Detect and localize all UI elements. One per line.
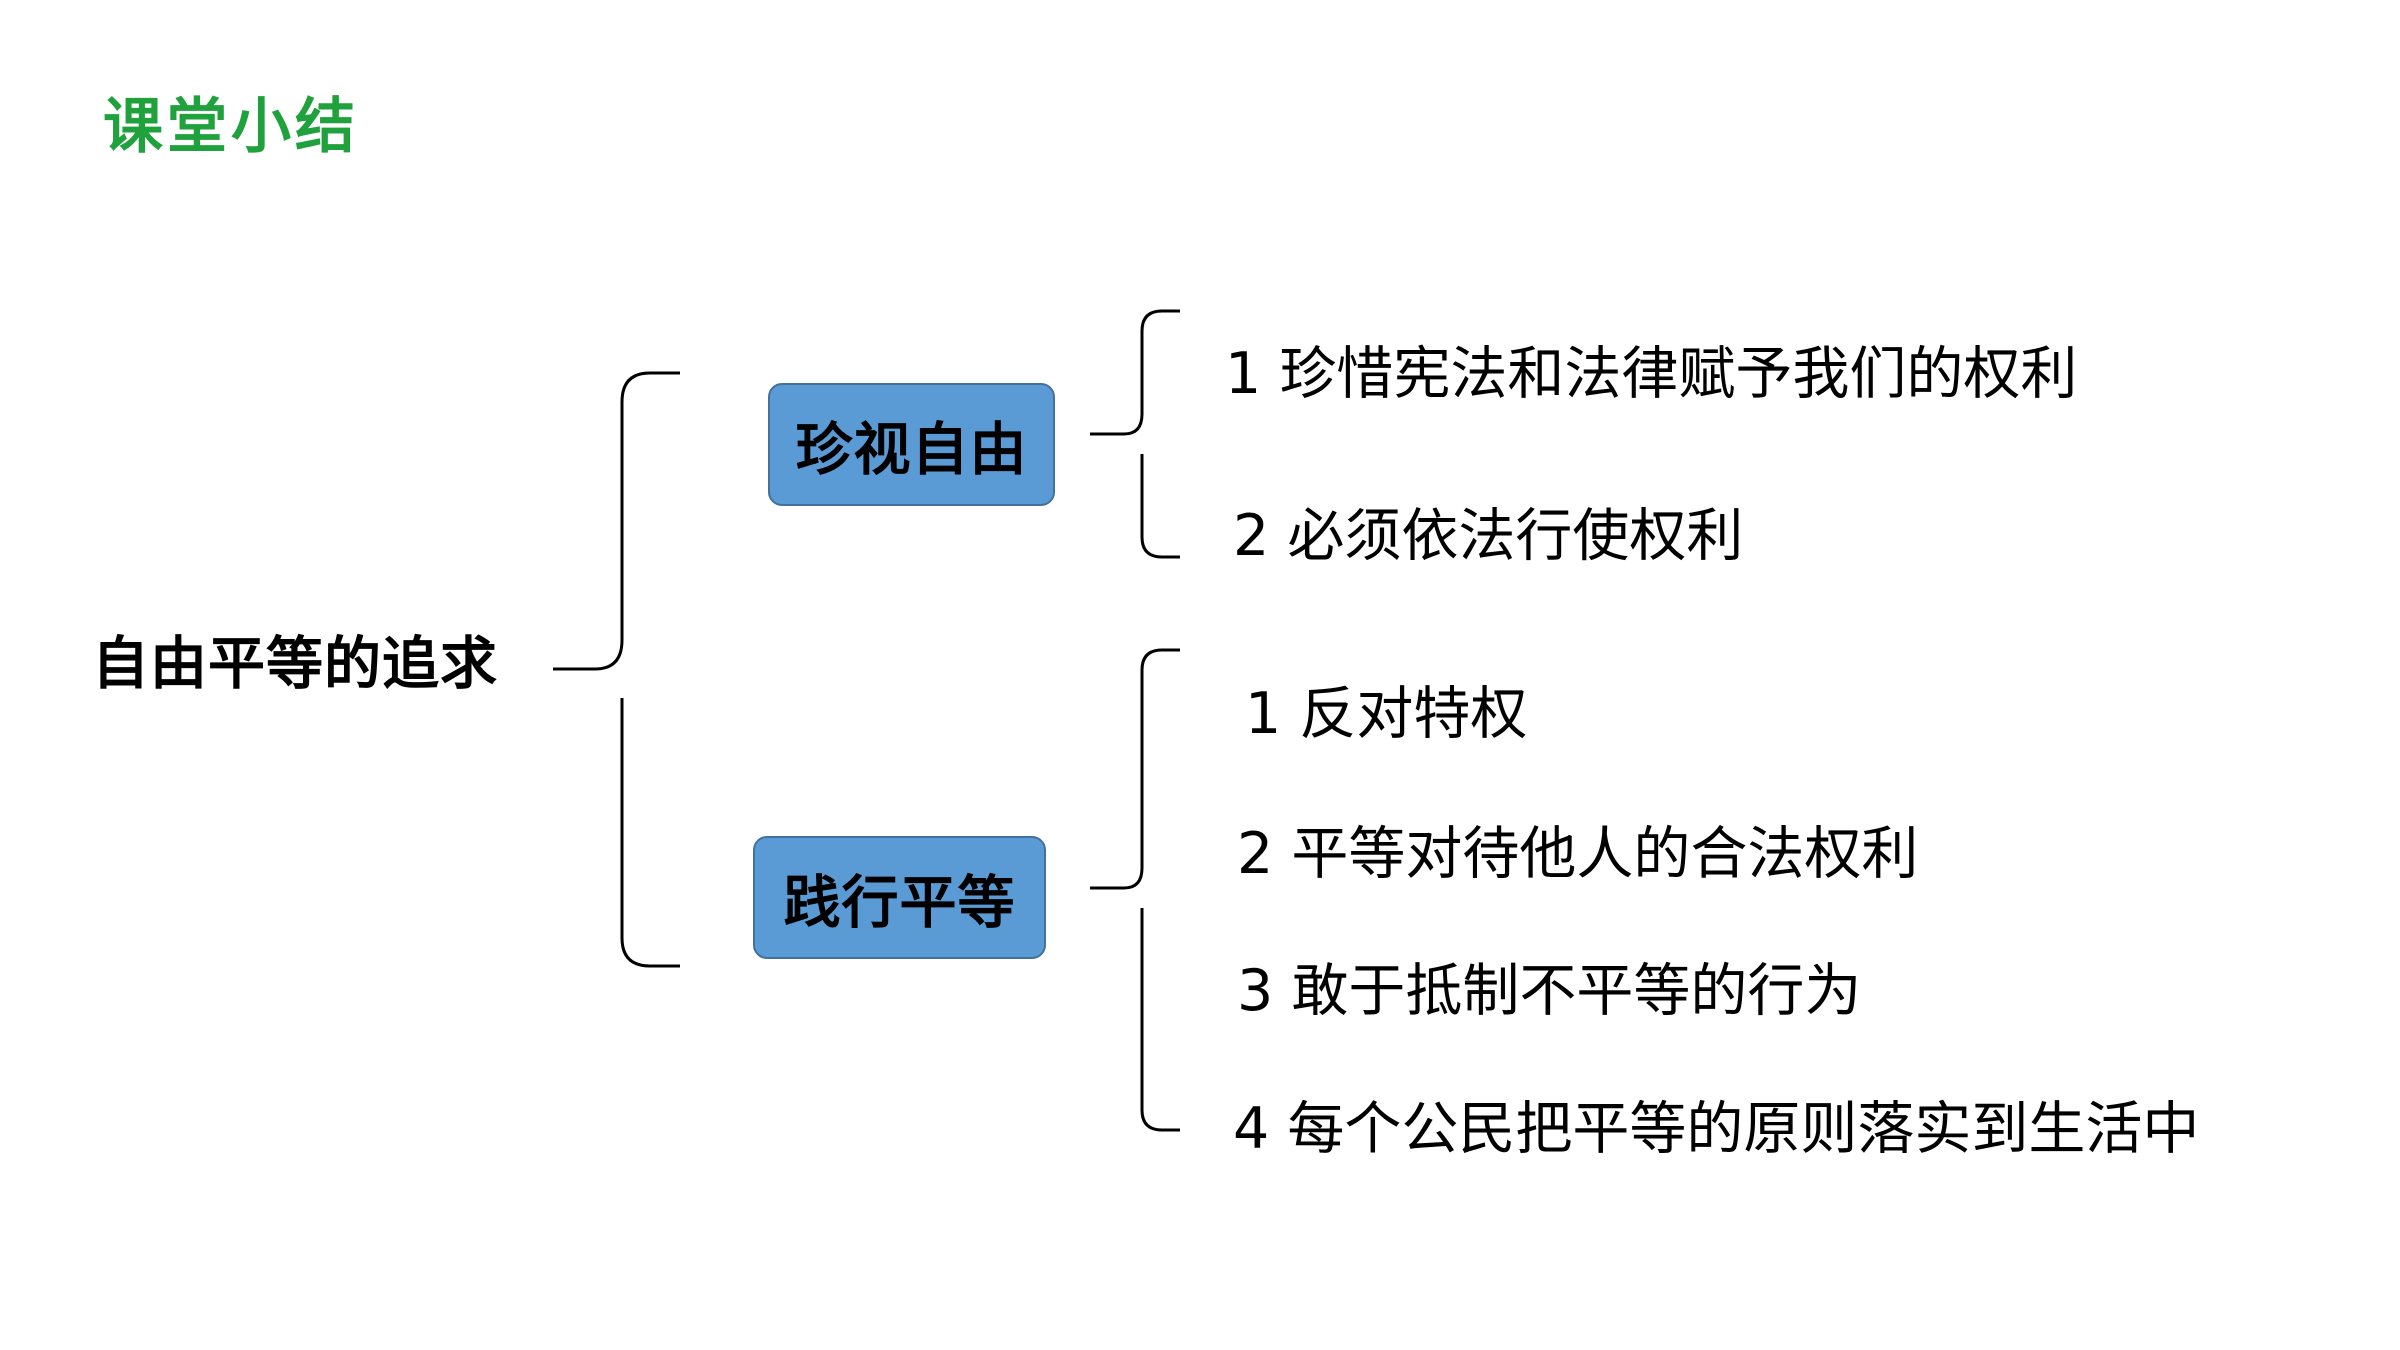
equality-item-2: 2 平等对待他人的合法权利: [1237, 821, 1919, 887]
freedom-item-1: 1 珍惜宪法和法律赋予我们的权利: [1225, 341, 2078, 407]
slide-title: 课堂小结: [103, 92, 359, 162]
equality-item-3: 3 敢于抵制不平等的行为: [1237, 958, 1862, 1024]
root-brace: [553, 371, 680, 968]
branch-node-freedom: 珍视自由: [768, 383, 1055, 506]
branch-node-equality: 践行平等: [753, 836, 1046, 959]
equality-item-4: 4 每个公民把平等的原则落实到生活中: [1233, 1096, 2200, 1162]
freedom-brace: [1090, 309, 1180, 559]
equality-brace: [1090, 648, 1180, 1132]
freedom-item-2: 2 必须依法行使权利: [1233, 503, 1744, 569]
root-node: 自由平等的追求: [92, 631, 498, 697]
equality-item-1: 1 反对特权: [1245, 681, 1528, 747]
